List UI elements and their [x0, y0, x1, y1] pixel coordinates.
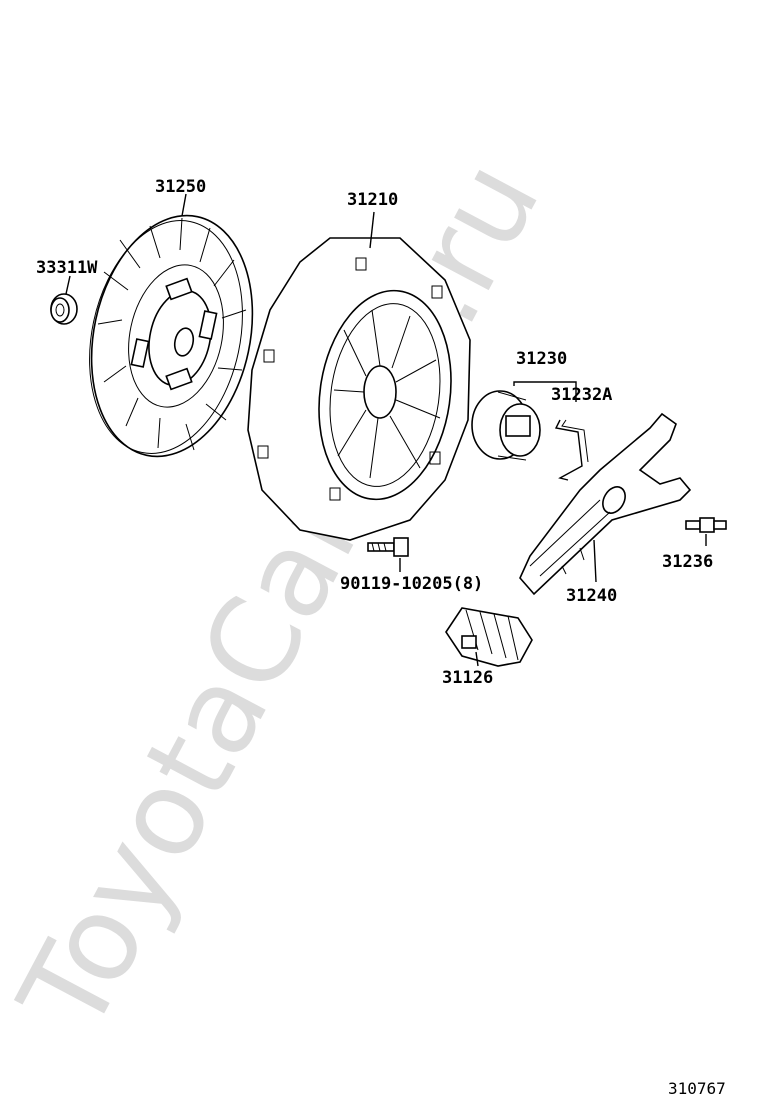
fork-boot-drawing [445, 607, 533, 667]
label-clutch-disc: 31250 [155, 177, 206, 197]
label-release-fork: 31240 [566, 586, 617, 606]
cover-bolt-drawing [367, 537, 409, 572]
label-release-bearing: 31230 [516, 349, 567, 369]
pilot-bearing-drawing [50, 275, 78, 325]
release-bearing-leader [513, 381, 577, 402]
clutch-disc-drawing [89, 193, 254, 458]
fork-pivot-drawing [685, 517, 727, 546]
diagram-id: 310767 [668, 1079, 726, 1098]
release-bearing-drawing [471, 390, 541, 461]
clutch-cover-drawing [247, 211, 471, 541]
label-fork-boot: 31126 [442, 668, 493, 688]
label-pilot-bearing: 33311W [36, 258, 98, 278]
label-bearing-clip: 31232A [551, 385, 612, 405]
label-cover-bolt: 90119-10205(8) [340, 574, 483, 594]
label-fork-pivot: 31236 [662, 552, 713, 572]
release-fork-drawing [519, 412, 692, 596]
label-clutch-cover: 31210 [347, 190, 398, 210]
bearing-clip-drawing [554, 419, 589, 481]
